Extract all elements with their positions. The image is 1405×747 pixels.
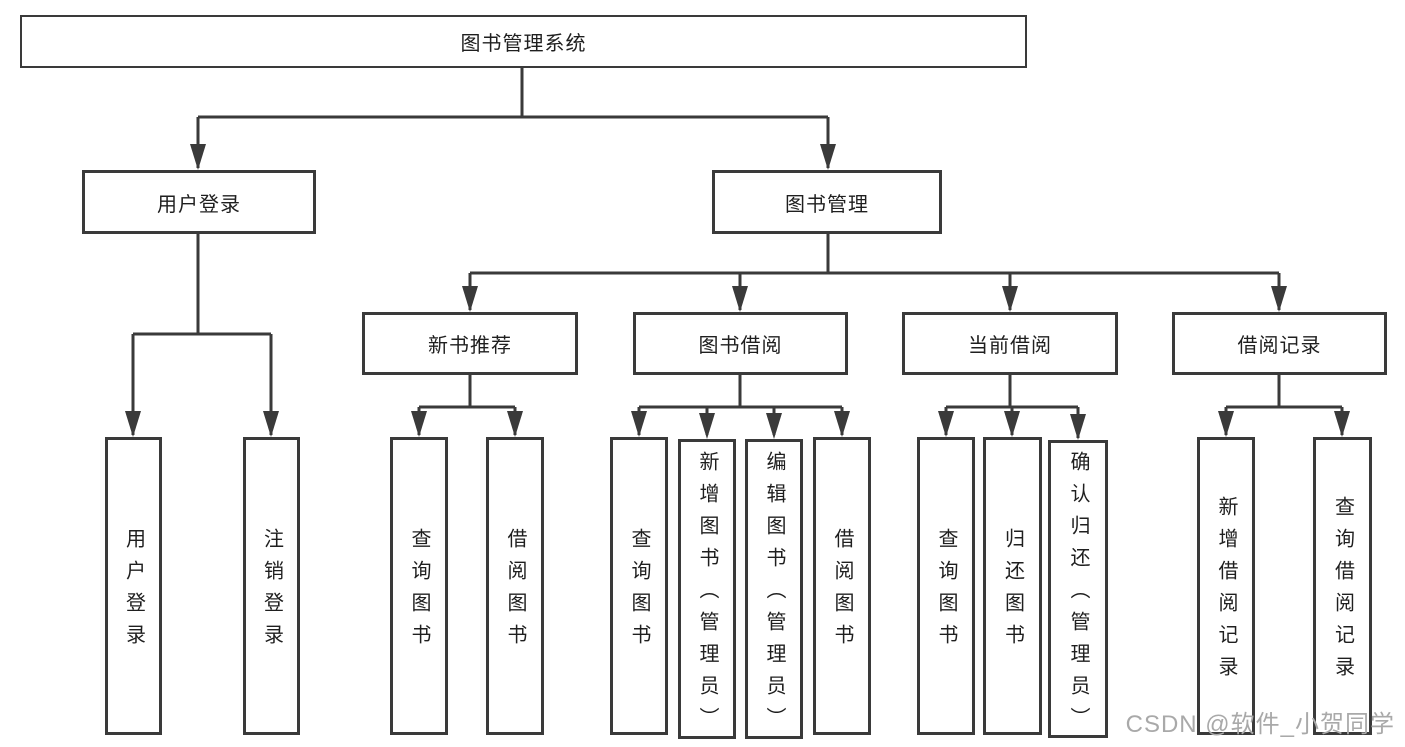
- arrow-down-icon: [766, 413, 782, 439]
- connector-records-to-leaves: [1224, 375, 1344, 435]
- node-label: 确认归还（管理员）: [1067, 451, 1089, 739]
- arrow-down-icon: [263, 411, 279, 437]
- arrow-down-icon: [462, 286, 478, 312]
- leaf-return-book: 归还图书: [983, 437, 1042, 735]
- connector-bookmgmt-to-level3: [468, 234, 1281, 310]
- leaf-query-books-2: 查询图书: [610, 437, 668, 735]
- leaf-add-borrow-record: 新增借阅记录: [1197, 437, 1255, 735]
- arrow-down-icon: [1271, 286, 1287, 312]
- leaf-query-books-3: 查询图书: [917, 437, 975, 735]
- arrow-down-icon: [1070, 414, 1086, 440]
- node-label: 查询图书: [935, 528, 957, 656]
- node-book-borrow: 图书借阅: [633, 312, 848, 375]
- leaf-borrow-books-2: 借阅图书: [813, 437, 871, 735]
- node-borrow-records: 借阅记录: [1172, 312, 1387, 375]
- watermark-text: CSDN @软件_小贺同学: [1125, 711, 1395, 738]
- node-label: 图书管理: [785, 193, 869, 216]
- leaf-query-borrow-record: 查询借阅记录: [1313, 437, 1372, 735]
- node-label: 用户登录: [157, 193, 241, 216]
- node-label: 归还图书: [1001, 528, 1024, 656]
- leaf-confirm-return-admin: 确认归还（管理员）: [1048, 440, 1108, 739]
- arrow-down-icon: [631, 411, 647, 437]
- node-label: 用户登录: [122, 528, 145, 656]
- arrow-down-icon: [732, 286, 748, 312]
- arrow-down-icon: [1218, 411, 1234, 437]
- arrow-down-icon: [820, 144, 836, 170]
- connector-newbook-to-leaves: [417, 375, 517, 435]
- arrow-down-icon: [1004, 411, 1020, 437]
- connector-root-to-level2: [196, 68, 830, 168]
- node-label: 新增借阅记录: [1215, 496, 1237, 688]
- arrow-down-icon: [125, 411, 141, 437]
- node-label: 新书推荐: [428, 335, 512, 357]
- connector-borrow-to-leaves: [637, 375, 844, 435]
- node-library-system: 图书管理系统: [20, 15, 1027, 68]
- connector-userlogin-to-leaves: [131, 234, 273, 435]
- arrowheads: [125, 144, 1350, 440]
- arrow-down-icon: [411, 411, 427, 437]
- node-current-borrow: 当前借阅: [902, 312, 1118, 375]
- node-book-management: 图书管理: [712, 170, 942, 234]
- node-user-login: 用户登录: [82, 170, 316, 234]
- arrow-down-icon: [1334, 411, 1350, 437]
- node-label: 注销登录: [260, 528, 283, 656]
- node-label: 图书借阅: [698, 335, 783, 357]
- node-new-book-recommend: 新书推荐: [362, 312, 578, 375]
- node-label: 图书管理系统: [460, 33, 587, 55]
- node-label: 查询图书: [408, 528, 430, 656]
- leaf-add-book-admin: 新增图书（管理员）: [678, 439, 736, 739]
- leaf-query-books: 查询图书: [390, 437, 448, 735]
- leaf-edit-book-admin: 编辑图书（管理员）: [745, 439, 803, 739]
- leaf-logout: 注销登录: [243, 437, 300, 735]
- arrow-down-icon: [1002, 286, 1018, 312]
- leaf-borrow-books: 借阅图书: [486, 437, 544, 735]
- node-label: 编辑图书（管理员）: [763, 451, 785, 739]
- node-label: 借阅图书: [831, 528, 853, 656]
- node-label: 当前借阅: [968, 335, 1052, 357]
- node-label: 借阅图书: [504, 528, 526, 656]
- node-label: 借阅记录: [1237, 335, 1322, 357]
- node-label: 查询借阅记录: [1331, 496, 1354, 688]
- node-label: 新增图书（管理员）: [696, 451, 718, 739]
- arrow-down-icon: [699, 413, 715, 439]
- arrow-down-icon: [507, 411, 523, 437]
- arrow-down-icon: [834, 411, 850, 437]
- arrow-down-icon: [938, 411, 954, 437]
- arrow-down-icon: [190, 144, 206, 170]
- leaf-user-login: 用户登录: [105, 437, 162, 735]
- node-label: 查询图书: [628, 528, 650, 656]
